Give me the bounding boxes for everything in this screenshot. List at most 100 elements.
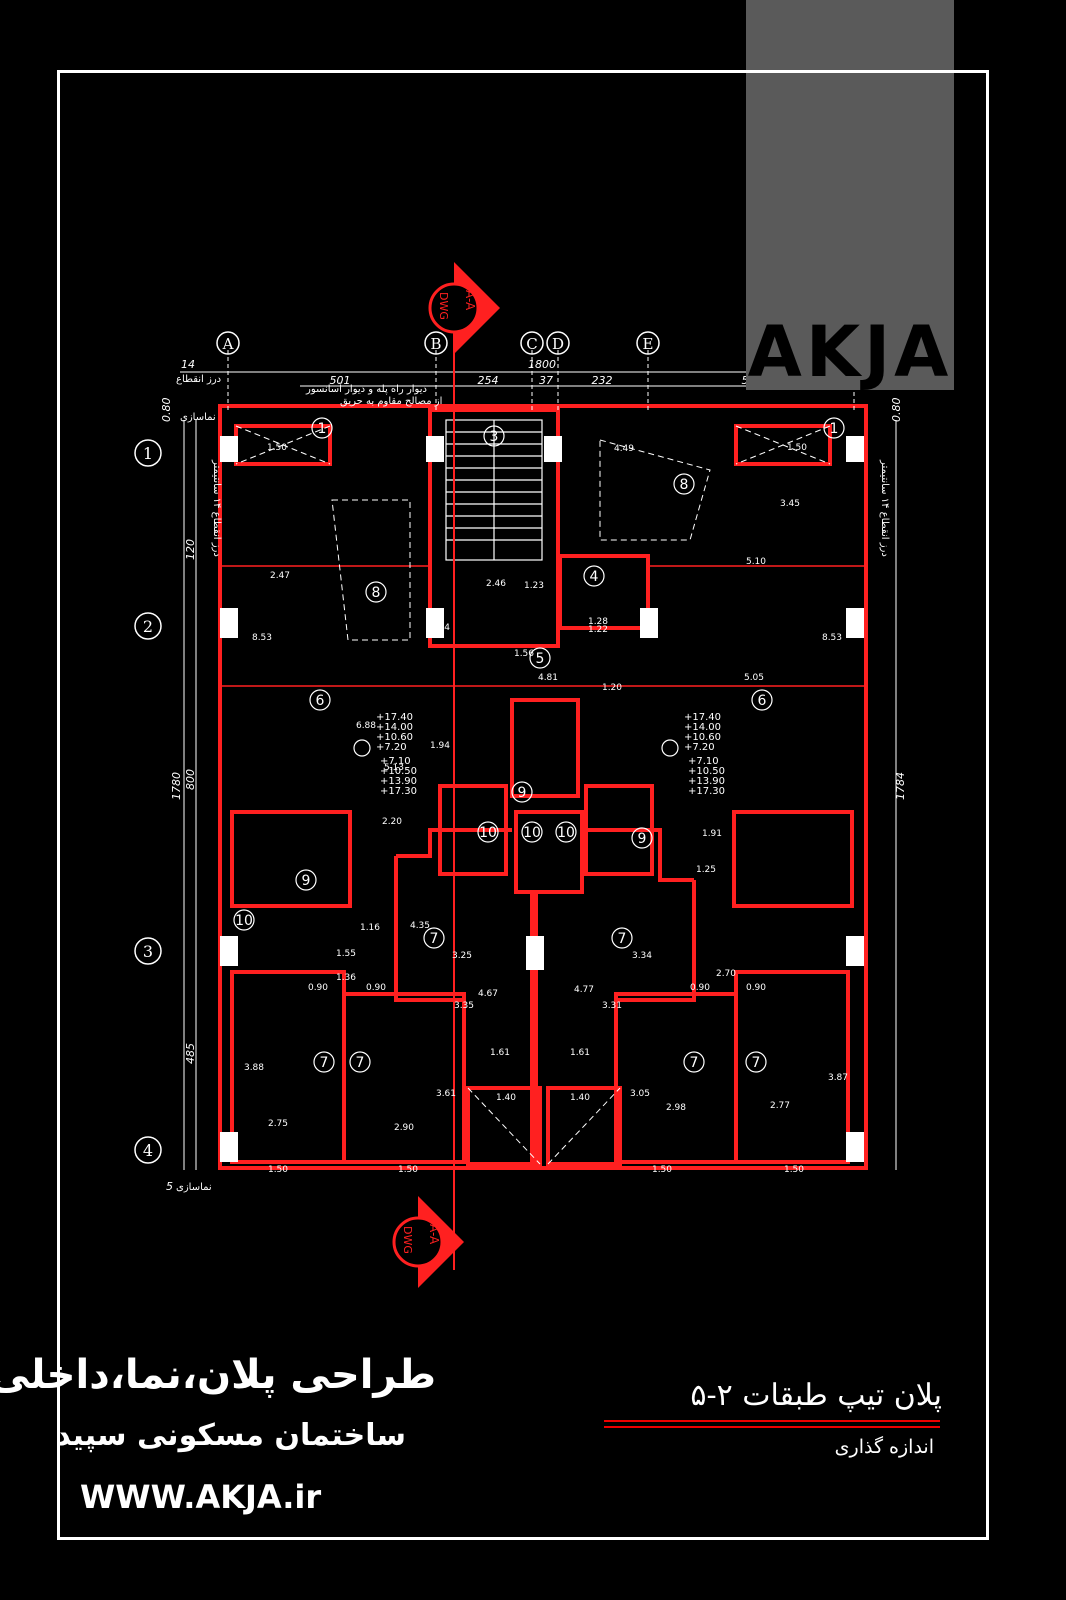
dimension-label: 1.22 [588,625,608,635]
dimension-label: 3.88 [244,1063,264,1073]
dimension-label: 3.25 [452,951,472,961]
dimension-label: 2.77 [770,1101,790,1111]
room-number: 3 [490,429,499,445]
elevation-markers [353,739,679,757]
drawing-notes: درز انقطاع ۱۴ سانتیمتر درز انقطاع ۱۴ سان… [176,374,890,1193]
dimension-label: 1.50 [267,443,287,453]
svg-text:+7.10: +7.10 [380,756,411,767]
dimension-label: 3.61 [436,1089,456,1099]
note-right-joint: درز انقطاع ۱۴ سانتیمتر [879,459,890,557]
dim-seg-3: 37 [539,374,553,387]
dimension-label: 2.20 [382,817,402,827]
room-number: 7 [690,1055,699,1071]
room-number: 1 [830,421,839,437]
dimension-label: 1.50 [652,1165,672,1175]
svg-text:+7.20: +7.20 [684,742,715,753]
dim-left-seg-1: 120 [184,539,197,560]
website-link[interactable]: WWW.AKJA.ir [80,1478,322,1516]
dimension-label: 2.90 [394,1123,414,1133]
room-number-circle [233,909,255,931]
dimension-label: 1.61 [490,1048,510,1058]
room-number-circle [349,1051,371,1073]
room-number-circle [309,689,331,711]
room-number: 7 [356,1055,365,1071]
grid-col-c: C [526,335,537,353]
dimension-label: 1.36 [336,973,356,983]
dimension-label: 3.34 [632,951,652,961]
room-number-circle [751,689,773,711]
room-number-circle [521,821,543,843]
structural-columns [220,436,864,1162]
room-number: 8 [372,585,381,601]
room-number: 7 [430,931,439,947]
room-number-circle [683,1051,705,1073]
room-number-circle [583,565,605,587]
note-bottom-left: نماسازی [176,1182,212,1193]
dim-seg-2: 254 [478,374,499,387]
room-number-circle [745,1051,767,1073]
dimension-label: 6.88 [356,721,376,731]
room-number-circle [611,927,633,949]
grid-row-bubbles: 1 2 3 4 [134,439,162,1164]
dimension-label: 3.31 [602,1001,622,1011]
dimension-label: 2.75 [268,1119,288,1129]
section-marker-top-sheet: DWG [437,292,450,320]
dimension-label: 5.10 [746,557,766,567]
room-number: 10 [523,825,541,841]
room-number-circle [823,417,845,439]
svg-text:+10.60: +10.60 [684,732,721,743]
dim-right-overall: 1784 [894,772,907,800]
room-number-circle [423,927,445,949]
logo-background [746,0,954,390]
dimension-label: 0.90 [308,983,328,993]
dimension-label: 4.81 [538,673,558,683]
room-number: 8 [680,477,689,493]
section-marker-bottom-sheet: DWG [401,1226,414,1254]
dimension-label: 1.16 [360,923,380,933]
void-markers [235,425,831,1165]
plan-walls [218,404,868,1170]
dimension-label: 1.64 [430,623,450,633]
svg-text:+10.50: +10.50 [380,766,417,777]
dimension-label: 1.20 [602,683,622,693]
svg-text:+7.10: +7.10 [688,756,719,767]
room-number: 4 [590,569,599,585]
room-number-circle [477,821,499,843]
dimension-label: 1.91 [702,829,722,839]
dimension-label: 1.23 [524,581,544,591]
section-marker-top: A-A DWG [428,262,500,354]
room-number-circle [365,581,387,603]
dimension-label: 1.50 [787,443,807,453]
dimension-label: 1.40 [570,1093,590,1103]
dim-left-seg-3: 485 [184,1043,197,1064]
room-number-circle [313,1051,335,1073]
dimension-label: 2.98 [666,1103,686,1113]
grid-row-3: 3 [143,942,153,961]
room-number: 6 [316,693,325,709]
dim-left-edge: 14 [181,358,195,371]
dimension-label: 4.49 [614,444,634,454]
dimension-label: 2.46 [486,579,506,589]
plan-title-underline-2 [604,1426,940,1428]
note-top-left-a: درز انقطاع [176,374,221,385]
note-left-joint: درز انقطاع ۱۴ سانتیمتر [211,459,222,557]
dimension-label: 1.50 [398,1165,418,1175]
room-number: 7 [752,1055,761,1071]
project-title: طراحی پلان،نما،داخلی [0,1352,436,1398]
room-number-circle [311,417,333,439]
room-number: 7 [618,931,627,947]
grid-row-1: 1 [143,444,153,463]
dimension-label: 1.50 [784,1165,804,1175]
dim-seg-1: 501 [330,374,351,387]
room-number-circle [483,425,505,447]
note-top-center-2: از مصالح مقاوم به حریق [340,396,442,407]
dim-overall-top: 1800 [528,358,556,371]
dim-right-edge-top: 0.80 [890,398,903,423]
note-top-left-b: نماسازی [180,412,216,423]
dimension-label: 4.67 [478,989,498,999]
note-top-center-1: دیوار راه پله و دیوار آسانسور [305,382,427,395]
dim-seg-4: 232 [592,374,613,387]
